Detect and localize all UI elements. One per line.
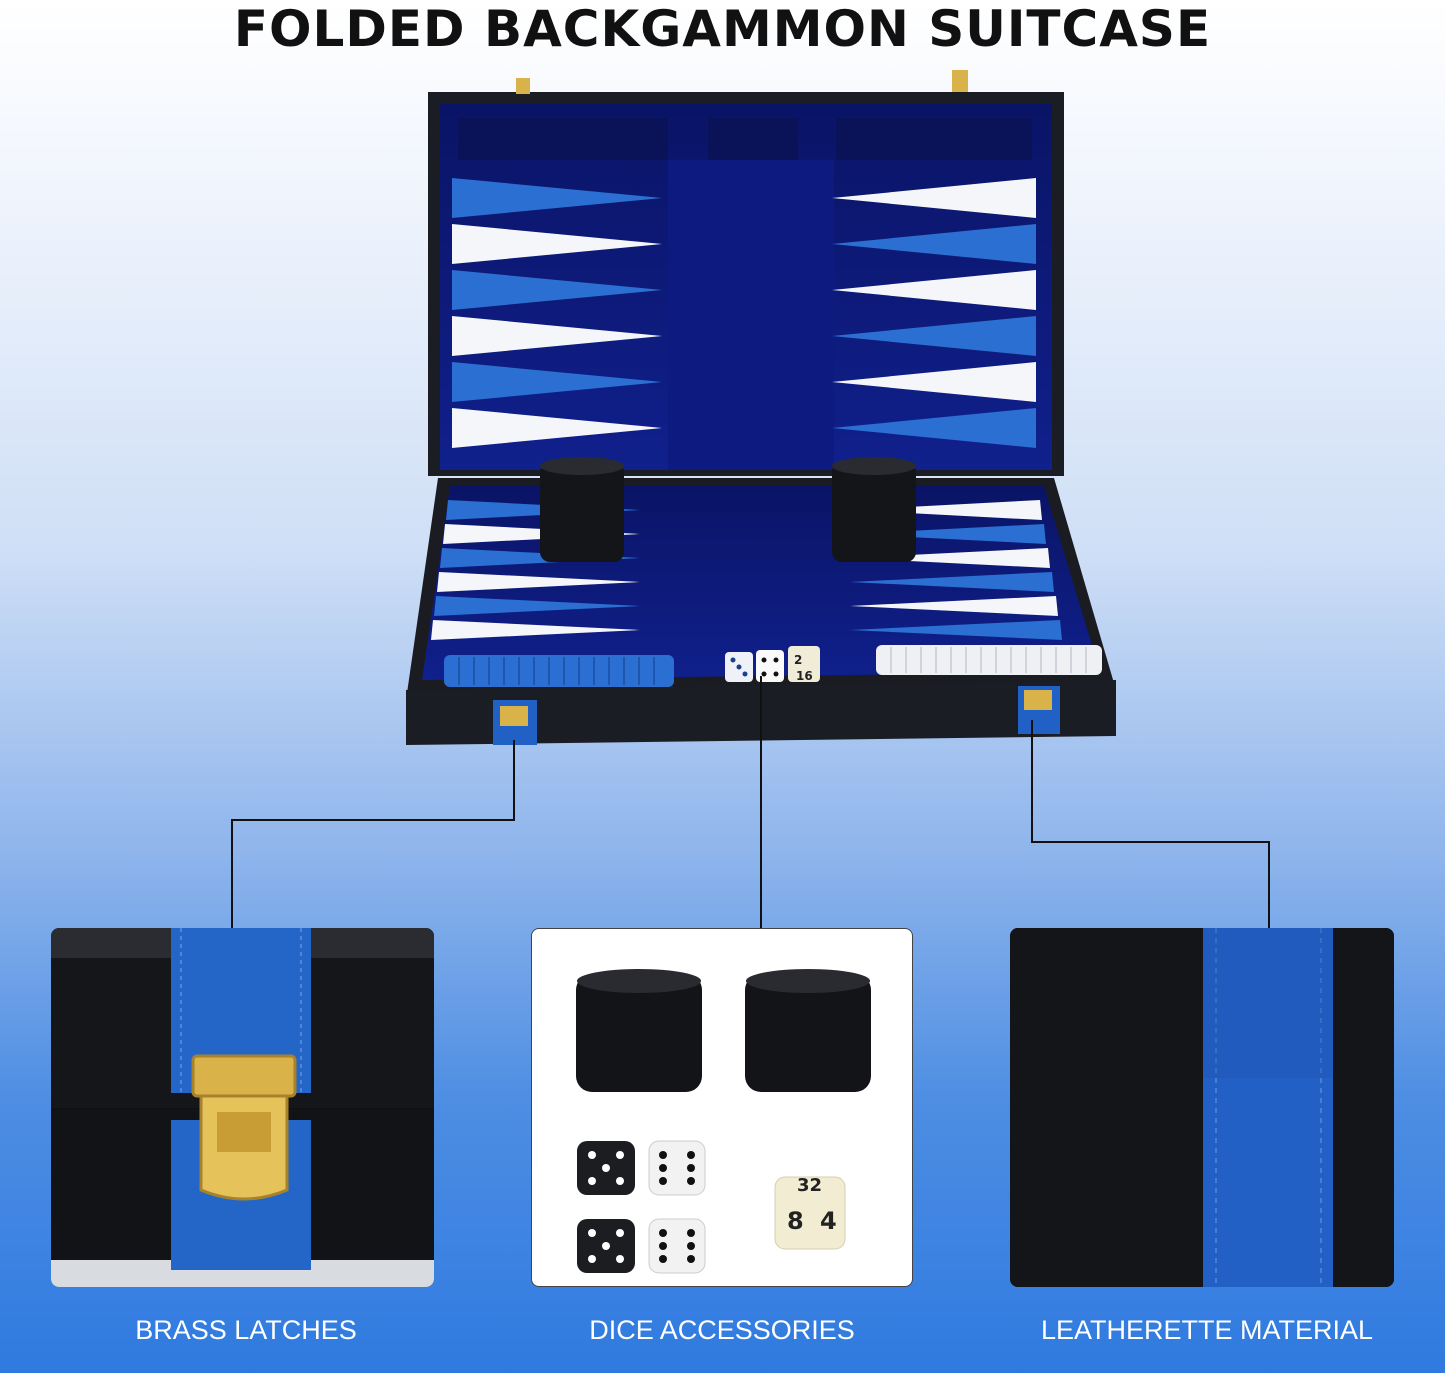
cube-face-8: 8 <box>787 1207 804 1235</box>
base-points <box>431 500 1062 640</box>
board-point <box>452 316 662 356</box>
board-point <box>437 572 640 592</box>
dice-accessories-icon: 32 8 4 <box>576 969 871 1274</box>
lid-points <box>452 178 1036 448</box>
caption-brass-latches: BRASS LATCHES <box>135 1315 357 1345</box>
board-point <box>850 596 1058 616</box>
page-title: FOLDED BACKGAMMON SUITCASE <box>233 0 1212 58</box>
dice-accessories-panel: 32 8 4 <box>531 928 913 1287</box>
hinge <box>516 78 530 94</box>
board-point <box>832 362 1036 402</box>
board-point <box>832 224 1036 264</box>
backgammon-case-illustration: 2 16 <box>406 70 1116 745</box>
board-point <box>850 548 1050 568</box>
board-point <box>832 316 1036 356</box>
board-point <box>452 224 662 264</box>
hinge <box>952 70 968 92</box>
board-point <box>850 572 1054 592</box>
white-die-icon <box>648 1140 706 1196</box>
brass-latch-panel <box>51 928 434 1287</box>
blue-checkers-stack <box>444 655 674 687</box>
dice-cup-icon <box>576 969 702 1092</box>
front-latch-left <box>493 700 537 745</box>
board-point <box>832 178 1036 218</box>
board-point <box>850 500 1042 520</box>
white-checkers-stack <box>876 645 1102 675</box>
leatherette-panel <box>1010 928 1394 1287</box>
white-die-icon <box>648 1218 706 1274</box>
board-die-face-2: 16 <box>796 669 813 683</box>
board-point <box>440 548 640 568</box>
caption-dice-accessories: DICE ACCESSORIES <box>589 1315 855 1345</box>
cube-face-4: 4 <box>820 1207 837 1235</box>
board-point <box>452 178 662 218</box>
brass-latch-icon <box>51 928 434 1287</box>
board-point <box>434 596 640 616</box>
board-point <box>850 524 1046 544</box>
leather-stripe-icon <box>1010 928 1394 1287</box>
board-point <box>832 408 1036 448</box>
board-point <box>452 408 662 448</box>
black-die-icon <box>577 1141 635 1195</box>
board-point <box>431 620 640 640</box>
black-die-icon <box>577 1219 635 1273</box>
caption-leatherette-material: LEATHERETTE MATERIAL <box>1040 1315 1374 1345</box>
board-dice: 2 16 <box>725 646 820 683</box>
board-point <box>452 362 662 402</box>
dice-cup-right <box>832 457 916 562</box>
board-die-face-1: 2 <box>794 653 802 667</box>
board-point <box>850 620 1062 640</box>
board-point <box>452 270 662 310</box>
doubling-cube-icon: 32 8 4 <box>774 1175 846 1250</box>
front-latch-right <box>1018 686 1060 734</box>
dice-cup-icon <box>745 969 871 1092</box>
dice-cup-left <box>540 457 624 562</box>
cube-face-32: 32 <box>797 1175 822 1196</box>
board-point <box>832 270 1036 310</box>
